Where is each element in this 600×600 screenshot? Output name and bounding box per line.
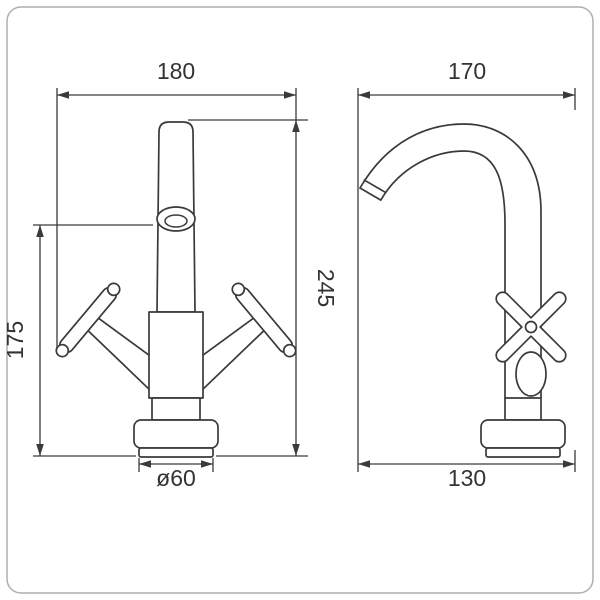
dim-side-base-label: 130: [448, 465, 486, 491]
base-flange: [133, 419, 219, 449]
aerator-icon: [164, 214, 188, 228]
aerator-band: [363, 179, 387, 194]
page-border: [6, 6, 594, 594]
dim-front-height-label: 175: [2, 321, 28, 359]
base-plinth: [138, 447, 214, 458]
handle-hub: [524, 320, 538, 334]
base-plinth: [485, 447, 561, 458]
dim-side-reach-label: 170: [448, 58, 486, 84]
handle-end-cap: [106, 282, 121, 297]
dim-side-height-label: 245: [313, 269, 339, 307]
dim-front-width-label: 180: [157, 58, 195, 84]
base-flange: [480, 419, 566, 449]
faucet-front-view: [55, 121, 300, 458]
dimensions-front-view: 180 175 ø60: [2, 58, 297, 491]
faucet-side-view: [359, 123, 567, 458]
dimensions-total-height: 245: [188, 119, 339, 457]
body-lower-section: [151, 397, 201, 421]
dimensions-side-view: 170 130: [357, 58, 576, 491]
mixer-body: [148, 311, 204, 399]
swan-neck-spout: [359, 123, 542, 421]
handle-end-cap: [55, 343, 70, 358]
dim-front-base-diameter-label: ø60: [156, 465, 196, 491]
cross-handle: [495, 291, 567, 363]
handle-stem: [515, 351, 547, 397]
